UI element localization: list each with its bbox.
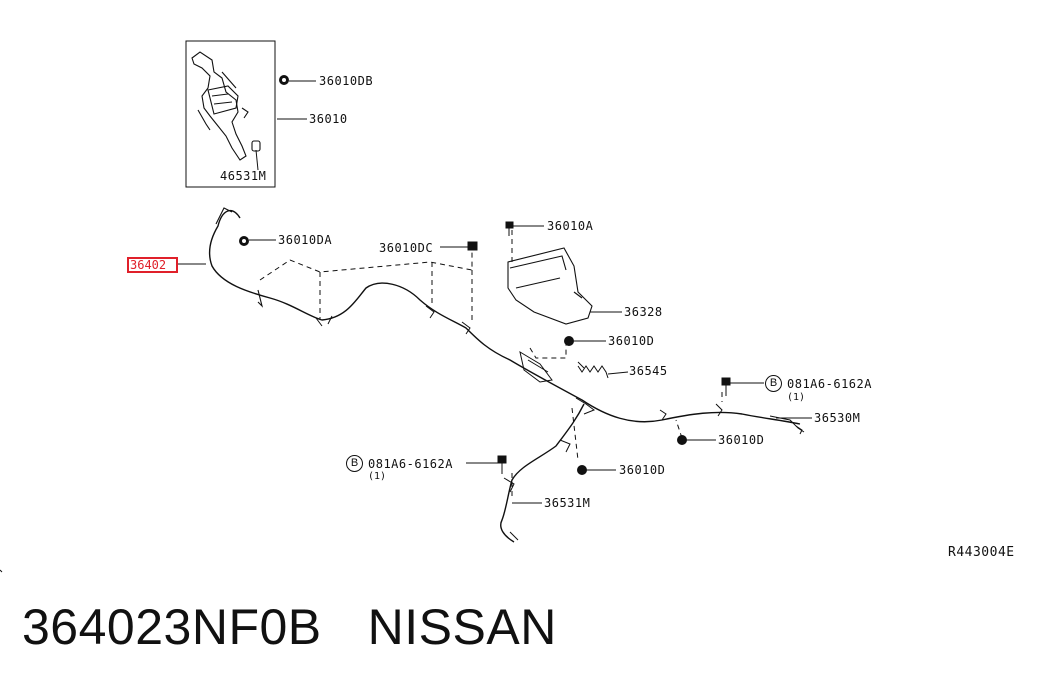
callout-36402-highlighted[interactable]: 36402: [127, 257, 178, 273]
callout-081A6-right-qty: (1): [787, 392, 806, 403]
footer-caption: 364023NF0B NISSAN: [22, 598, 557, 656]
callout-36328: 36328: [624, 305, 663, 319]
diagram-reference-code: R443004E: [948, 545, 1015, 560]
callout-081A6-left-qty: (1): [368, 471, 387, 482]
callout-36530M: 36530M: [814, 411, 861, 425]
callout-36531M: 36531M: [544, 496, 591, 510]
callout-36010D-lower: 36010D: [619, 463, 666, 477]
callout-36545: 36545: [629, 364, 668, 378]
nut-36010D-lower-icon: [577, 465, 587, 475]
lever-inset-frame: [185, 40, 276, 188]
nut-36010DB-icon: [279, 75, 289, 85]
callout-36010DB: 36010DB: [319, 74, 374, 88]
nut-36010D-right-icon: [677, 435, 687, 445]
circle-b-left: B: [346, 455, 363, 472]
callout-081A6-right: 081A6-6162A: [787, 377, 872, 391]
brand-name: NISSAN: [367, 599, 557, 655]
callout-081A6-left: 081A6-6162A: [368, 457, 453, 471]
bolt-36010A-icon: [505, 221, 514, 236]
parking-brake-lever-icon: [191, 51, 261, 161]
callout-36010A: 36010A: [547, 219, 594, 233]
callout-36010: 36010: [309, 112, 348, 126]
callout-36010DC: 36010DC: [379, 241, 434, 255]
circle-b-right: B: [765, 375, 782, 392]
callout-36010DA: 36010DA: [278, 233, 333, 247]
bracket-36328-icon: [507, 247, 593, 325]
part-number: 364023NF0B: [22, 599, 322, 655]
bolt-081A6-left-icon: [497, 455, 507, 474]
nut-36010DC-icon: [467, 241, 478, 251]
bolt-081A6-right-icon: [721, 377, 731, 396]
spring-36545-icon: [577, 361, 609, 379]
callout-36010D-upper: 36010D: [608, 334, 655, 348]
nut-36010DA-icon: [239, 236, 249, 246]
rear-left-cable-icon: [500, 403, 585, 543]
callout-46531M: 46531M: [220, 169, 267, 183]
callout-36010D-right: 36010D: [718, 433, 765, 447]
nut-36010D-upper-icon: [564, 336, 574, 346]
